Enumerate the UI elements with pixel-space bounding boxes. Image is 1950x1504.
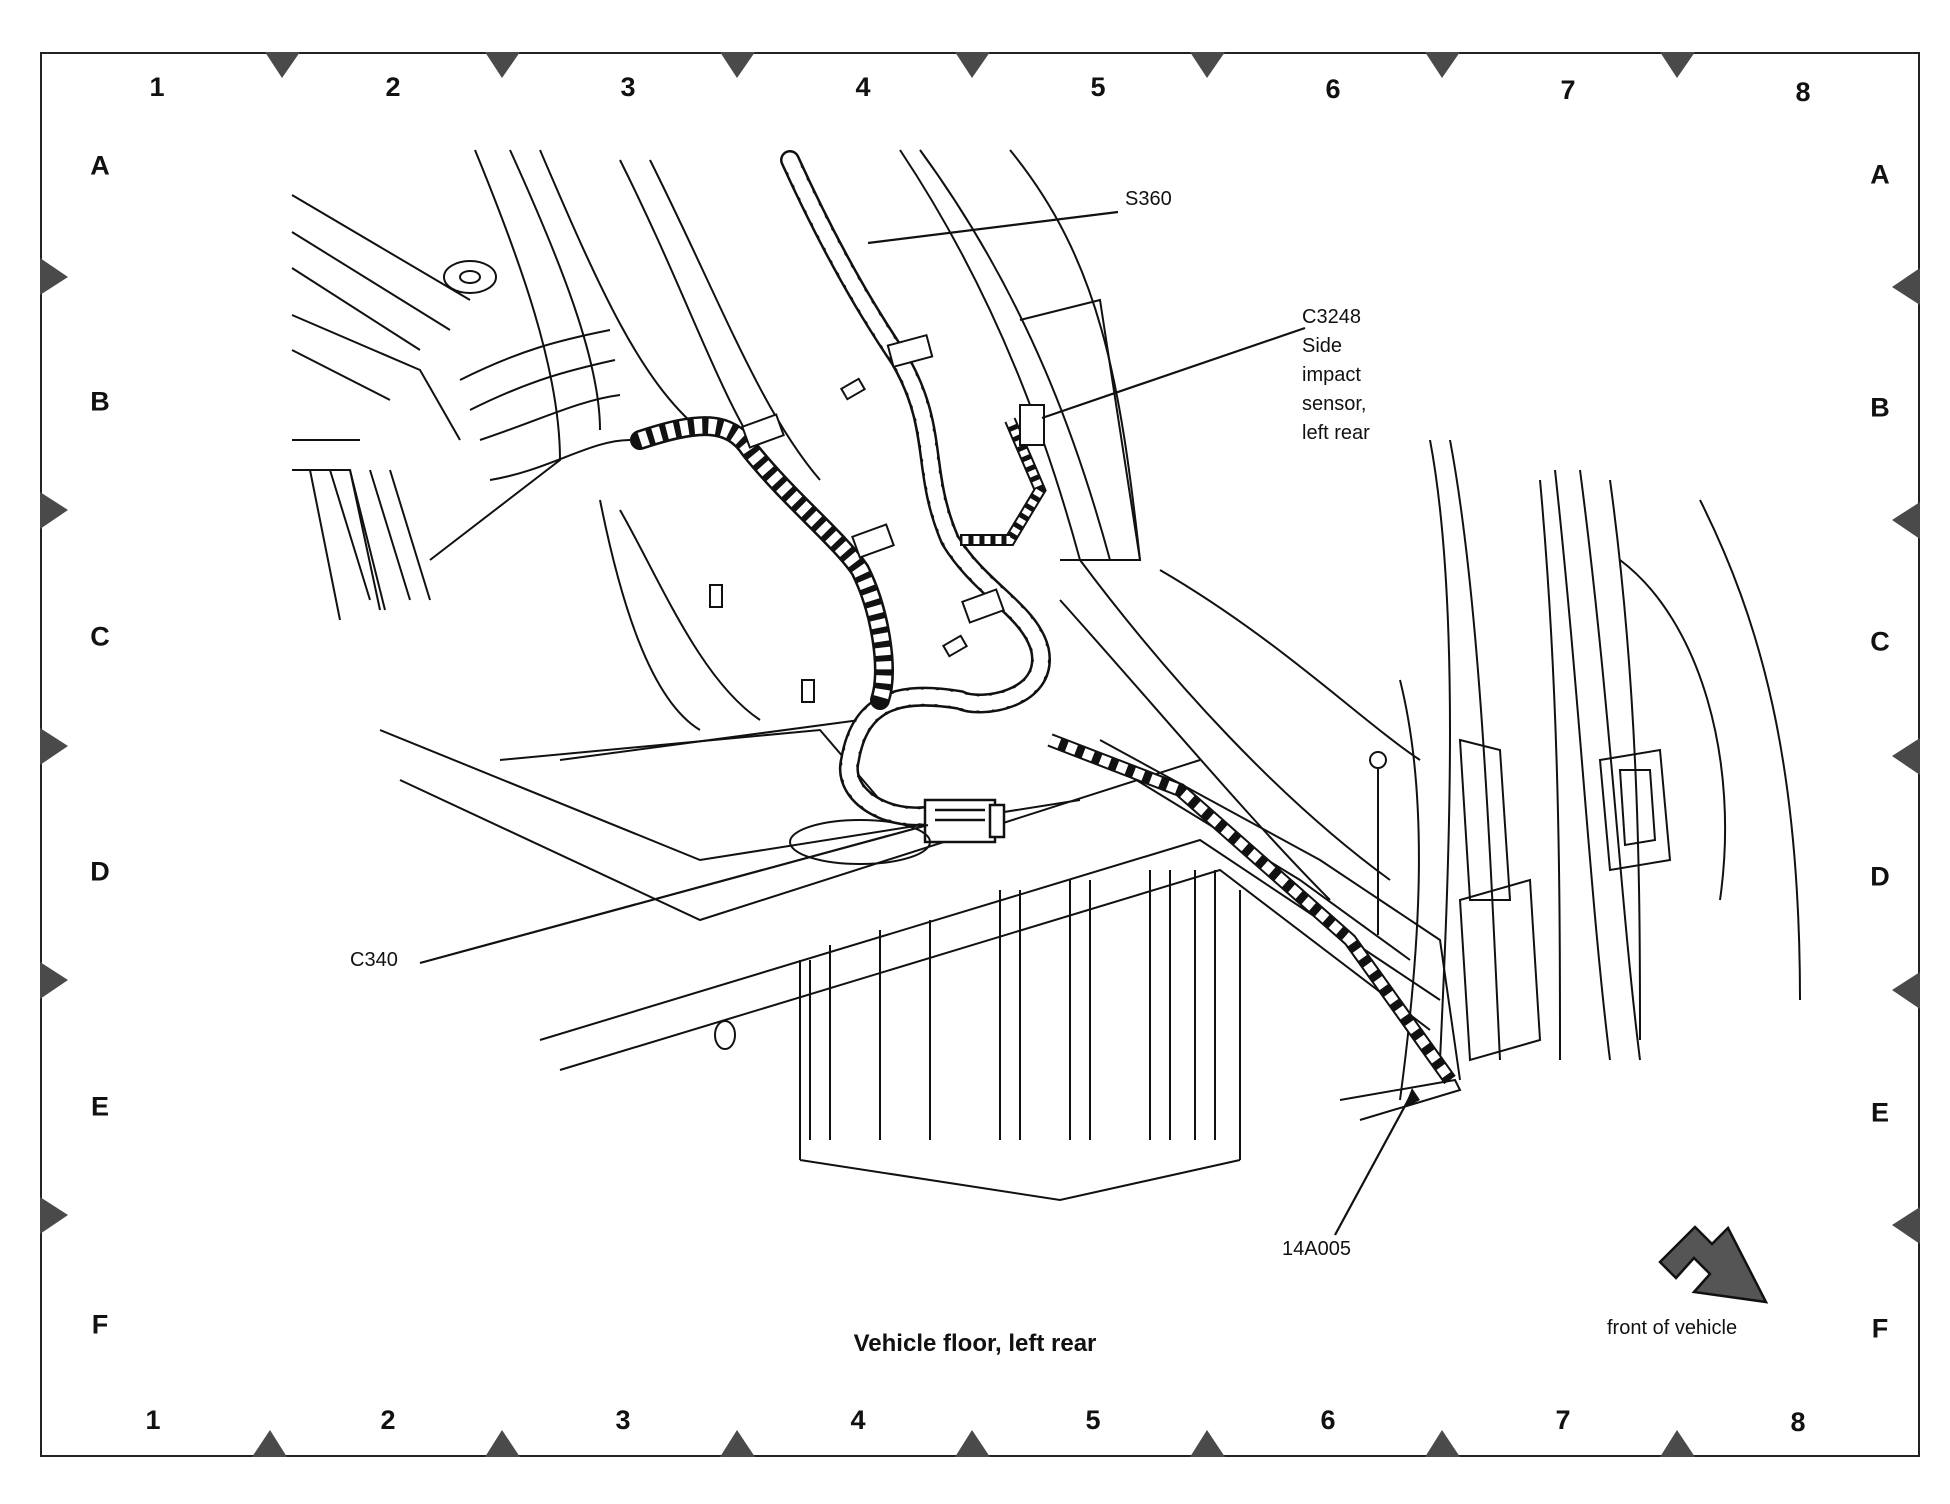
floor-grommets: [443, 260, 931, 1050]
callout-s360: S360: [1125, 188, 1172, 210]
callout-c3248: C3248 Side impact sensor, left rear: [1302, 306, 1370, 444]
grid-col-top-8: 8: [1795, 77, 1811, 107]
grid-col-bottom-8: 8: [1790, 1407, 1806, 1437]
grid-row-left-c: C: [90, 621, 110, 652]
bottom-grid-markers: [252, 1430, 1695, 1457]
diagram-caption: Vehicle floor, left rear: [853, 1330, 1097, 1357]
grid-col-top-7: 7: [1560, 75, 1576, 105]
wire-harness: [630, 150, 1456, 1085]
front-of-vehicle-label: front of vehicle: [1607, 1317, 1738, 1339]
grid-col-bottom-4: 4: [850, 1405, 866, 1435]
grid-row-left-e: E: [90, 1091, 110, 1122]
leader-lines: [419, 210, 1413, 1236]
grid-row-right-c: C: [1870, 626, 1890, 657]
leader-s360: [867, 210, 1119, 245]
front-of-vehicle-arrow: [1658, 1225, 1769, 1304]
grid-col-top-2: 2: [385, 72, 401, 102]
fastener-studs: [709, 377, 1387, 935]
grid-row-left-b: B: [90, 386, 110, 417]
leader-c340: [419, 823, 929, 965]
grid-col-bottom-1: 1: [145, 1405, 161, 1435]
top-grid-markers: [265, 52, 1695, 78]
left-grid-markers: [40, 258, 68, 1234]
grid-row-left-d: D: [90, 856, 110, 887]
harness-clips: [741, 333, 1045, 624]
callout-c340: C340: [350, 949, 398, 971]
grid-col-bottom-7: 7: [1555, 1405, 1571, 1435]
grid-row-right-f: F: [1871, 1313, 1889, 1344]
grid-col-bottom-6: 6: [1320, 1405, 1336, 1435]
grid-col-top-4: 4: [855, 72, 871, 102]
grid-col-bottom-5: 5: [1085, 1405, 1101, 1435]
grid-row-left-a: A: [90, 150, 110, 181]
callout-14a005: 14A005: [1282, 1238, 1351, 1260]
right-grid-markers: [1892, 268, 1920, 1244]
grid-col-top-6: 6: [1325, 74, 1341, 104]
grid-col-top-1: 1: [149, 72, 165, 102]
grid-col-bottom-3: 3: [615, 1405, 631, 1435]
leader-c3248: [1041, 326, 1306, 420]
grid-col-top-3: 3: [620, 72, 636, 102]
leader-14a005: [1334, 1092, 1413, 1236]
grid-row-right-e: E: [1870, 1097, 1890, 1128]
grid-col-bottom-2: 2: [380, 1405, 396, 1435]
grid-row-left-f: F: [91, 1309, 109, 1340]
connector-c340: [923, 798, 1006, 844]
grid-row-right-d: D: [1870, 861, 1890, 892]
grid-col-top-5: 5: [1090, 72, 1106, 102]
grid-row-right-a: A: [1870, 159, 1890, 190]
grid-row-right-b: B: [1870, 392, 1890, 423]
